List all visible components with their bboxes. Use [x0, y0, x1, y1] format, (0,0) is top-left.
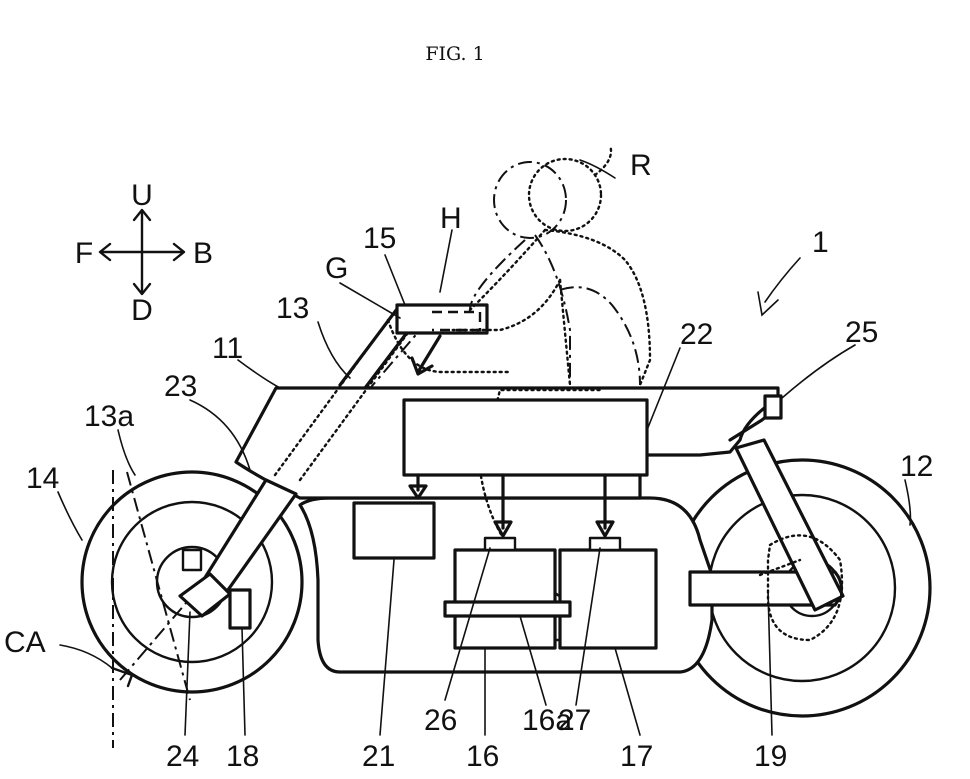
label-21: 21 [362, 740, 395, 773]
direction-up-label: U [131, 179, 153, 212]
battery-17 [558, 548, 658, 650]
battery-terminal-27 [588, 536, 622, 552]
label-ca: CA [4, 626, 46, 659]
steering-axis-13a [126, 471, 191, 701]
label-18: 18 [226, 740, 259, 773]
label-11: 11 [212, 332, 243, 365]
component-18 [228, 588, 252, 630]
direction-back-label: B [193, 237, 213, 270]
handle-15 [395, 303, 489, 335]
battery-16 [453, 548, 557, 650]
label-26: 26 [424, 704, 457, 737]
battery-terminal-26 [483, 536, 517, 552]
label-12: 12 [900, 450, 933, 483]
label-27: 27 [558, 704, 591, 737]
label-13a: 13a [84, 400, 134, 433]
label-22: 22 [680, 318, 713, 351]
label-25: 25 [845, 316, 878, 349]
front-fork-bracket [181, 548, 203, 572]
label-24: 24 [166, 740, 199, 773]
label-13: 13 [276, 292, 309, 325]
label-14: 14 [26, 462, 59, 495]
sensor-25 [763, 394, 783, 420]
ca-marker [110, 666, 134, 688]
direction-front-label: F [75, 237, 93, 270]
direction-compass: U D F B [75, 179, 213, 327]
label-grip-G: G [325, 252, 348, 285]
label-23: 23 [164, 370, 197, 403]
label-handle-H: H [440, 202, 462, 235]
control-unit-22 [402, 398, 649, 477]
battery-connector-16a [443, 600, 572, 618]
rider-dashed-silhouette [469, 161, 641, 390]
label-17: 17 [620, 740, 653, 773]
label-vehicle-1: 1 [812, 226, 829, 259]
component-21 [352, 501, 436, 560]
figure-title: FIG. 1 [425, 43, 484, 65]
label-16: 16 [466, 740, 499, 773]
grip-arrow [410, 334, 442, 376]
label-19: 19 [754, 740, 787, 773]
rear-shock [734, 438, 845, 612]
label-16a: 16a [522, 704, 572, 737]
label-rider-R: R [630, 149, 652, 182]
leader-lines [57, 159, 912, 736]
label-15: 15 [363, 222, 396, 255]
direction-down-label: D [131, 294, 153, 327]
signal-arrows [408, 473, 615, 538]
